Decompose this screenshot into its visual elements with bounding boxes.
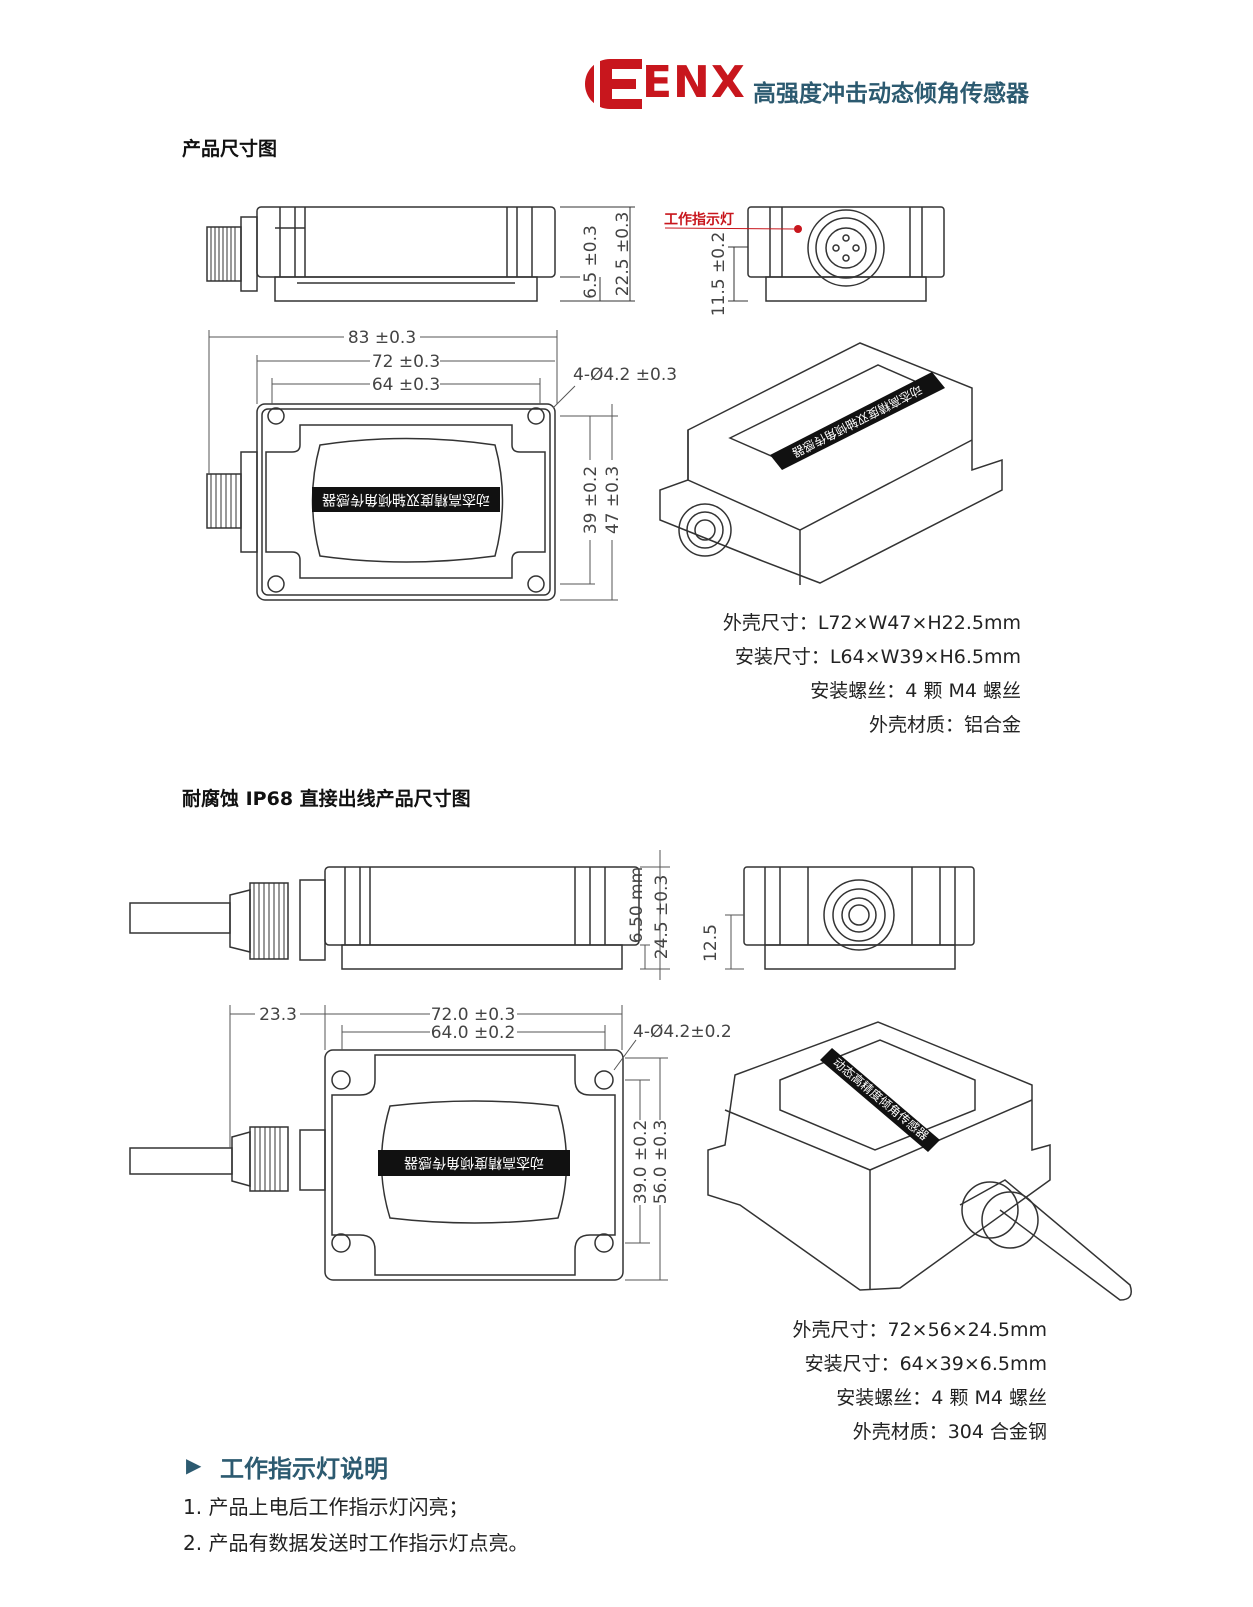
top-label-text-2: 动态高精度倾角传感器 xyxy=(404,1154,544,1171)
svg-text:23.3: 23.3 xyxy=(259,1005,297,1025)
section2-drawing: 动态高精度倾角传感器 动态高精度倾角传感器 23.3 72.0 ±0.3 64.… xyxy=(129,850,1132,1301)
indicator-title: 工作指示灯说明 xyxy=(220,1455,388,1483)
svg-text:6.5 ±0.3: 6.5 ±0.3 xyxy=(581,225,601,299)
iso-view-1 xyxy=(659,342,1003,585)
svg-text:4-Ø4.2 ±0.3: 4-Ø4.2 ±0.3 xyxy=(573,365,677,385)
svg-text:56.0 ±0.3: 56.0 ±0.3 xyxy=(651,1120,671,1205)
svg-text:39.0 ±0.2: 39.0 ±0.2 xyxy=(631,1120,651,1205)
spec-1-1: 安装尺寸：L64×W39×H6.5mm xyxy=(734,646,1021,668)
svg-text:22.5 ±0.3: 22.5 ±0.3 xyxy=(613,212,633,297)
svg-text:24.5 ±0.3: 24.5 ±0.3 xyxy=(652,875,672,960)
svg-text:64.0 ±0.2: 64.0 ±0.2 xyxy=(431,1023,516,1043)
top-view-1 xyxy=(206,330,618,601)
svg-text:72 ±0.3: 72 ±0.3 xyxy=(372,352,440,372)
label-band-1 xyxy=(312,487,500,512)
indicator-label-1: 工作指示灯 xyxy=(664,211,734,228)
end-view-2 xyxy=(725,866,975,970)
section1-drawing: 动态高精度双轴倾角传感器 动态高精度双轴倾角传感器 工作指示灯 83 ±0.3 … xyxy=(206,206,1003,601)
label-band-2 xyxy=(378,1150,570,1176)
spec-2-3: 外壳材质：304 合金钢 xyxy=(852,1421,1047,1443)
brand-name: ENX xyxy=(642,57,746,108)
spec-2-2: 安装螺丝：4 颗 M4 螺丝 xyxy=(836,1387,1047,1409)
brand-logo: ENX xyxy=(580,55,750,110)
svg-text:6.50 mm: 6.50 mm xyxy=(627,867,647,943)
svg-text:72.0 ±0.3: 72.0 ±0.3 xyxy=(431,1005,516,1025)
svg-text:4-Ø4.2±0.2: 4-Ø4.2±0.2 xyxy=(633,1022,732,1042)
header-subtitle: 高强度冲击动态倾角传感器 xyxy=(753,81,1029,107)
logo-mark-icon xyxy=(584,59,642,109)
spec-2-0: 外壳尺寸：72×56×24.5mm xyxy=(792,1319,1047,1341)
indicator-dot-1 xyxy=(794,225,802,233)
end-view-1 xyxy=(728,206,945,302)
side-view-2 xyxy=(129,850,670,980)
svg-text:47 ±0.3: 47 ±0.3 xyxy=(603,466,623,534)
iso-view-2 xyxy=(707,1021,1132,1301)
spec-2-1: 安装尺寸：64×39×6.5mm xyxy=(804,1353,1047,1375)
svg-text:64 ±0.3: 64 ±0.3 xyxy=(372,375,440,395)
svg-text:83 ±0.3: 83 ±0.3 xyxy=(348,328,416,348)
indicator-item-2: 2. 产品有数据发送时工作指示灯点亮。 xyxy=(183,1531,529,1555)
indicator-item-1: 1. 产品上电后工作指示灯闪亮； xyxy=(183,1495,469,1519)
spec-1-0: 外壳尺寸：L72×W47×H22.5mm xyxy=(722,612,1021,634)
spec-1-2: 安装螺丝：4 颗 M4 螺丝 xyxy=(810,680,1021,702)
svg-text:11.5 ±0.2: 11.5 ±0.2 xyxy=(709,232,729,317)
top-label-text-1: 动态高精度双轴倾角传感器 xyxy=(322,491,490,508)
spec-1-3: 外壳材质：铝合金 xyxy=(868,714,1021,736)
triangle-bullet-icon: ▶ xyxy=(186,1453,202,1477)
svg-text:动态高精度倾角传感器: 动态高精度倾角传感器 xyxy=(830,1055,932,1144)
section1-title: 产品尺寸图 xyxy=(182,138,278,160)
section2-title: 耐腐蚀 IP68 直接出线产品尺寸图 xyxy=(182,788,471,810)
svg-text:39 ±0.2: 39 ±0.2 xyxy=(581,466,601,534)
svg-text:12.5: 12.5 xyxy=(701,924,721,962)
svg-text:动态高精度双轴倾角传感器: 动态高精度双轴倾角传感器 xyxy=(790,382,925,461)
top-view-2 xyxy=(129,1005,668,1281)
side-view-1 xyxy=(206,206,635,302)
